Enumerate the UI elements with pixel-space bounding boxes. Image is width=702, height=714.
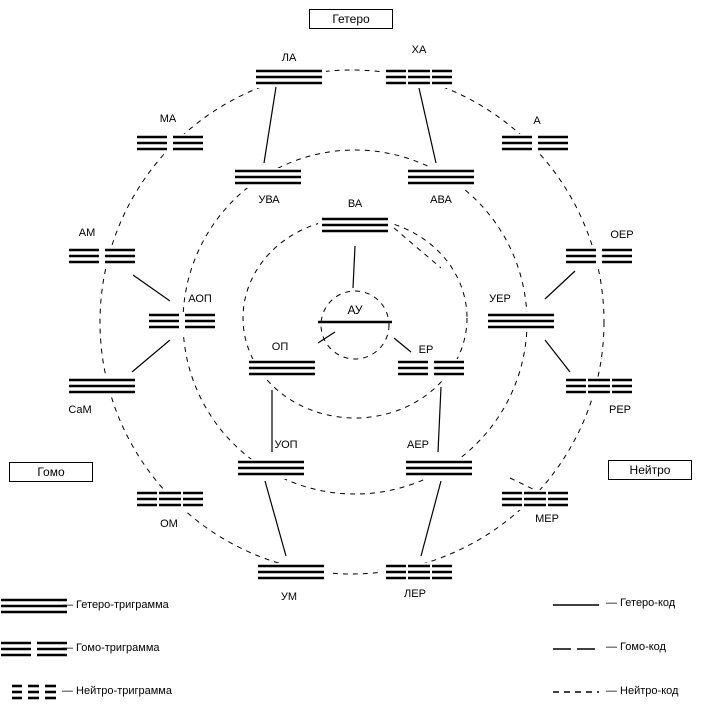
hetero-code-line	[437, 386, 442, 453]
trigram-label-uer: УЕР	[489, 293, 511, 305]
legend-neutro-trigram-label: — Нейтро-триграмма	[62, 685, 172, 697]
legend-hetero-code-label: — Гетеро-код	[606, 597, 676, 609]
trigram-a	[502, 135, 568, 151]
category-neutro-box: Нейтро	[608, 460, 692, 480]
trigram-label-sam: СаМ	[68, 404, 91, 416]
trigram-kha	[386, 69, 452, 85]
hetero-code-line	[418, 87, 437, 164]
trigram-uop	[238, 460, 304, 476]
outer-ring	[99, 69, 605, 575]
trigram-label-am: АМ	[79, 227, 96, 239]
legend-hetero-trigram-label: — Гетеро-триграмма	[62, 599, 169, 611]
trigram-mer	[502, 491, 568, 507]
category-homo-box: Гомо	[9, 462, 93, 482]
trigram-ler	[386, 564, 452, 580]
trigram-um	[258, 564, 324, 580]
hetero-code-line	[544, 339, 571, 373]
hetero-code-line	[131, 339, 171, 373]
trigram-op	[249, 360, 315, 376]
hetero-code-line	[264, 480, 287, 557]
legend-hetero-trigram-icon	[1, 598, 67, 614]
hetero-code-line	[263, 86, 277, 164]
hetero-code-line	[352, 245, 356, 289]
trigram-uer	[488, 313, 554, 329]
trigram-rer	[566, 378, 632, 394]
trigram-label-ler: ЛЕР	[404, 588, 426, 600]
trigram-label-oer: ОЕР	[610, 229, 633, 241]
trigram-label-va: ВА	[348, 198, 363, 210]
hetero-code-line	[420, 480, 442, 557]
trigram-label-op: ОП	[272, 341, 289, 353]
trigram-label-uva: УВА	[258, 194, 280, 206]
legend-neutro-trigram-icon	[12, 684, 56, 700]
trigram-label-um: УМ	[281, 591, 297, 603]
trigram-label-mer: МЕР	[535, 513, 559, 525]
trigram-om	[137, 491, 203, 507]
center-label: АУ	[347, 303, 362, 317]
trigram-label-la: ЛА	[282, 52, 297, 64]
trigram-aer	[406, 460, 472, 476]
trigram-label-om: ОМ	[160, 518, 178, 530]
trigram-label-uop: УОП	[274, 439, 297, 451]
trigram-label-kha: ХА	[412, 44, 427, 56]
trigram-label-er: ЕР	[419, 344, 434, 356]
trigram-label-aer: АЕР	[407, 439, 429, 451]
legend-homo-code-label: — Гомо-код	[606, 641, 666, 653]
trigram-sam	[69, 378, 135, 394]
center-circle	[320, 290, 390, 360]
category-hetero-box: Гетеро	[309, 9, 393, 29]
trigram-ava	[408, 169, 474, 185]
hetero-code-line	[393, 337, 412, 353]
trigram-label-ava: АВА	[430, 194, 452, 206]
trigram-uva	[235, 169, 301, 185]
trigram-label-rer: РЕР	[609, 404, 631, 416]
trigram-aop	[149, 313, 215, 329]
hetero-code-line	[317, 331, 336, 344]
inner-ring	[242, 217, 468, 419]
legend-homo-trigram-icon	[1, 641, 67, 657]
neutro-code-line	[393, 227, 442, 269]
trigram-oer	[566, 248, 632, 264]
trigram-ma	[137, 135, 203, 151]
trigram-am	[69, 248, 135, 264]
trigram-label-ma: МА	[160, 113, 177, 125]
legend-neutro-code-label: — Нейтро-код	[606, 685, 679, 697]
trigram-label-a: А	[533, 115, 541, 127]
trigram-va	[322, 217, 388, 233]
trigram-label-aop: АОП	[188, 293, 212, 305]
trigram-la	[256, 69, 322, 85]
hetero-code-line	[132, 274, 171, 302]
hetero-code-line	[544, 270, 576, 300]
legend-homo-trigram-label: — Гомо-триграмма	[62, 642, 160, 654]
trigram-er	[398, 360, 464, 376]
neutro-code-line	[509, 477, 536, 491]
